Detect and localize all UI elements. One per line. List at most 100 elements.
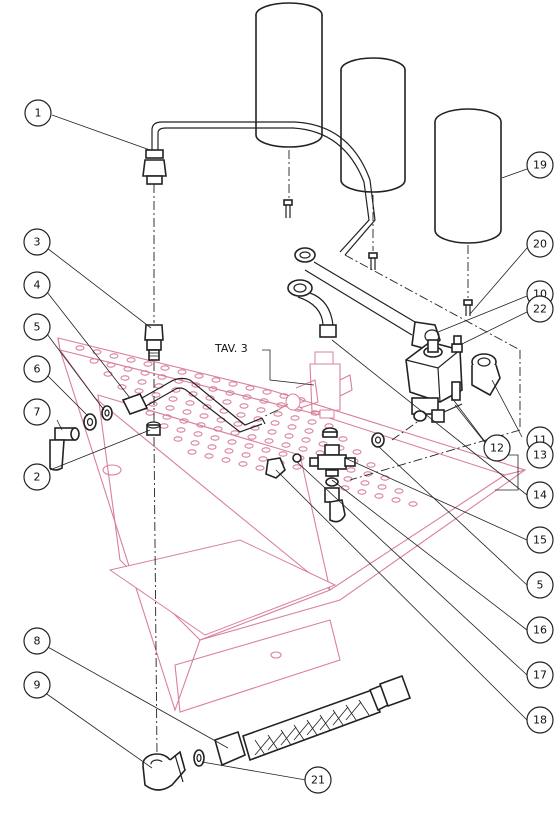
tray-hole: [75, 345, 85, 351]
tray-hole: [196, 422, 206, 428]
cylinder-right: [434, 108, 502, 316]
tray-hole: [366, 462, 376, 468]
tray-hole: [242, 394, 252, 400]
callout-21-number: 21: [311, 774, 325, 787]
callout-15-number: 15: [533, 534, 547, 547]
callout-5-right: 5: [526, 571, 554, 599]
tray-hole: [239, 403, 249, 409]
connector-3: [144, 324, 164, 361]
callout-2-number: 2: [34, 471, 41, 484]
tray-hole: [377, 484, 387, 490]
tray-hole: [140, 370, 150, 376]
callout-7: 7: [23, 398, 51, 426]
callout-13: 13: [526, 441, 554, 469]
tray-hole: [357, 489, 367, 495]
tray-hole: [228, 381, 238, 387]
callout-17-number: 17: [533, 669, 547, 682]
tray-hole: [298, 446, 308, 452]
tray-hole: [221, 457, 231, 463]
tray-hole: [307, 419, 317, 425]
callout-14: 14: [526, 481, 554, 509]
callout-13-number: 13: [533, 449, 547, 462]
tray-hole: [199, 413, 209, 419]
tray-hole: [267, 429, 277, 435]
tray-hole: [230, 430, 240, 436]
callout-22: 22: [526, 295, 554, 323]
tray-hole: [159, 423, 169, 429]
tray-hole: [123, 366, 133, 372]
tray-hole: [194, 373, 204, 379]
callout-20-number: 20: [533, 238, 547, 251]
tray-hole: [151, 392, 161, 398]
tray-hole: [227, 439, 237, 445]
tray-hole: [173, 436, 183, 442]
tray-hole: [208, 386, 218, 392]
pipe-1: [142, 121, 376, 256]
tray-hole: [207, 444, 217, 450]
tray-hole: [193, 431, 203, 437]
callout-18-number: 18: [533, 714, 547, 727]
callout-5-right-number: 5: [537, 579, 544, 592]
callout-15: 15: [526, 526, 554, 554]
callout-9-number: 9: [34, 679, 41, 692]
tray-hole: [137, 379, 147, 385]
tray-hole: [338, 436, 348, 442]
tray-hole: [103, 371, 113, 377]
callout-3: 3: [23, 228, 51, 256]
tray-hole: [318, 441, 328, 447]
tav3-fitting: [277, 351, 353, 419]
tray-hole: [224, 448, 234, 454]
callout-12-number: 12: [490, 442, 504, 455]
washer-5: [101, 405, 113, 421]
tray-hole: [270, 420, 280, 426]
solenoid-valve: [405, 339, 463, 423]
tray-hole: [177, 369, 187, 375]
tray-hole: [190, 440, 200, 446]
tray-hole: [120, 375, 130, 381]
tray-hole: [187, 449, 197, 455]
tray-hole: [391, 497, 401, 503]
callout-22-number: 22: [533, 303, 547, 316]
tray-hole: [202, 404, 212, 410]
tray-hole: [222, 399, 232, 405]
callout-19-number: 19: [533, 159, 547, 172]
tray-hole: [191, 382, 201, 388]
tray-hole: [259, 398, 269, 404]
cylinder-left: [255, 2, 323, 218]
tray-hole: [238, 461, 248, 467]
callout-21: 21: [304, 766, 332, 794]
washer-6: [83, 413, 97, 431]
tray-hole: [157, 374, 167, 380]
tray-hole: [301, 437, 311, 443]
tray-hole: [256, 407, 266, 413]
callout-5-left: 5: [23, 313, 51, 341]
tray-hole: [262, 389, 272, 395]
tray-hole: [346, 467, 356, 473]
callout-20: 20: [526, 230, 554, 258]
tray-hole: [408, 501, 418, 507]
callout-16: 16: [526, 616, 554, 644]
tray-hole: [287, 424, 297, 430]
tray-hole: [363, 471, 373, 477]
tray-hole: [145, 410, 155, 416]
tray-hole: [352, 449, 362, 455]
tray-hole: [374, 493, 384, 499]
tray-hole: [258, 456, 268, 462]
tray-hole: [89, 358, 99, 364]
tray-hole: [273, 411, 283, 417]
tray-hole: [165, 405, 175, 411]
tray-hole: [211, 377, 221, 383]
tray-hole: [290, 415, 300, 421]
callout-4-number: 4: [34, 279, 41, 292]
callout-5-left-number: 5: [34, 321, 41, 334]
callout-7-number: 7: [34, 406, 41, 419]
tray-hole: [160, 365, 170, 371]
tray-hole: [244, 443, 254, 449]
callout-6: 6: [23, 355, 51, 383]
tav3-label: TAV. 3: [214, 342, 248, 355]
tray-hole: [264, 438, 274, 444]
tray-hole: [185, 400, 195, 406]
tray-hole: [106, 362, 116, 368]
callout-17: 17: [526, 661, 554, 689]
